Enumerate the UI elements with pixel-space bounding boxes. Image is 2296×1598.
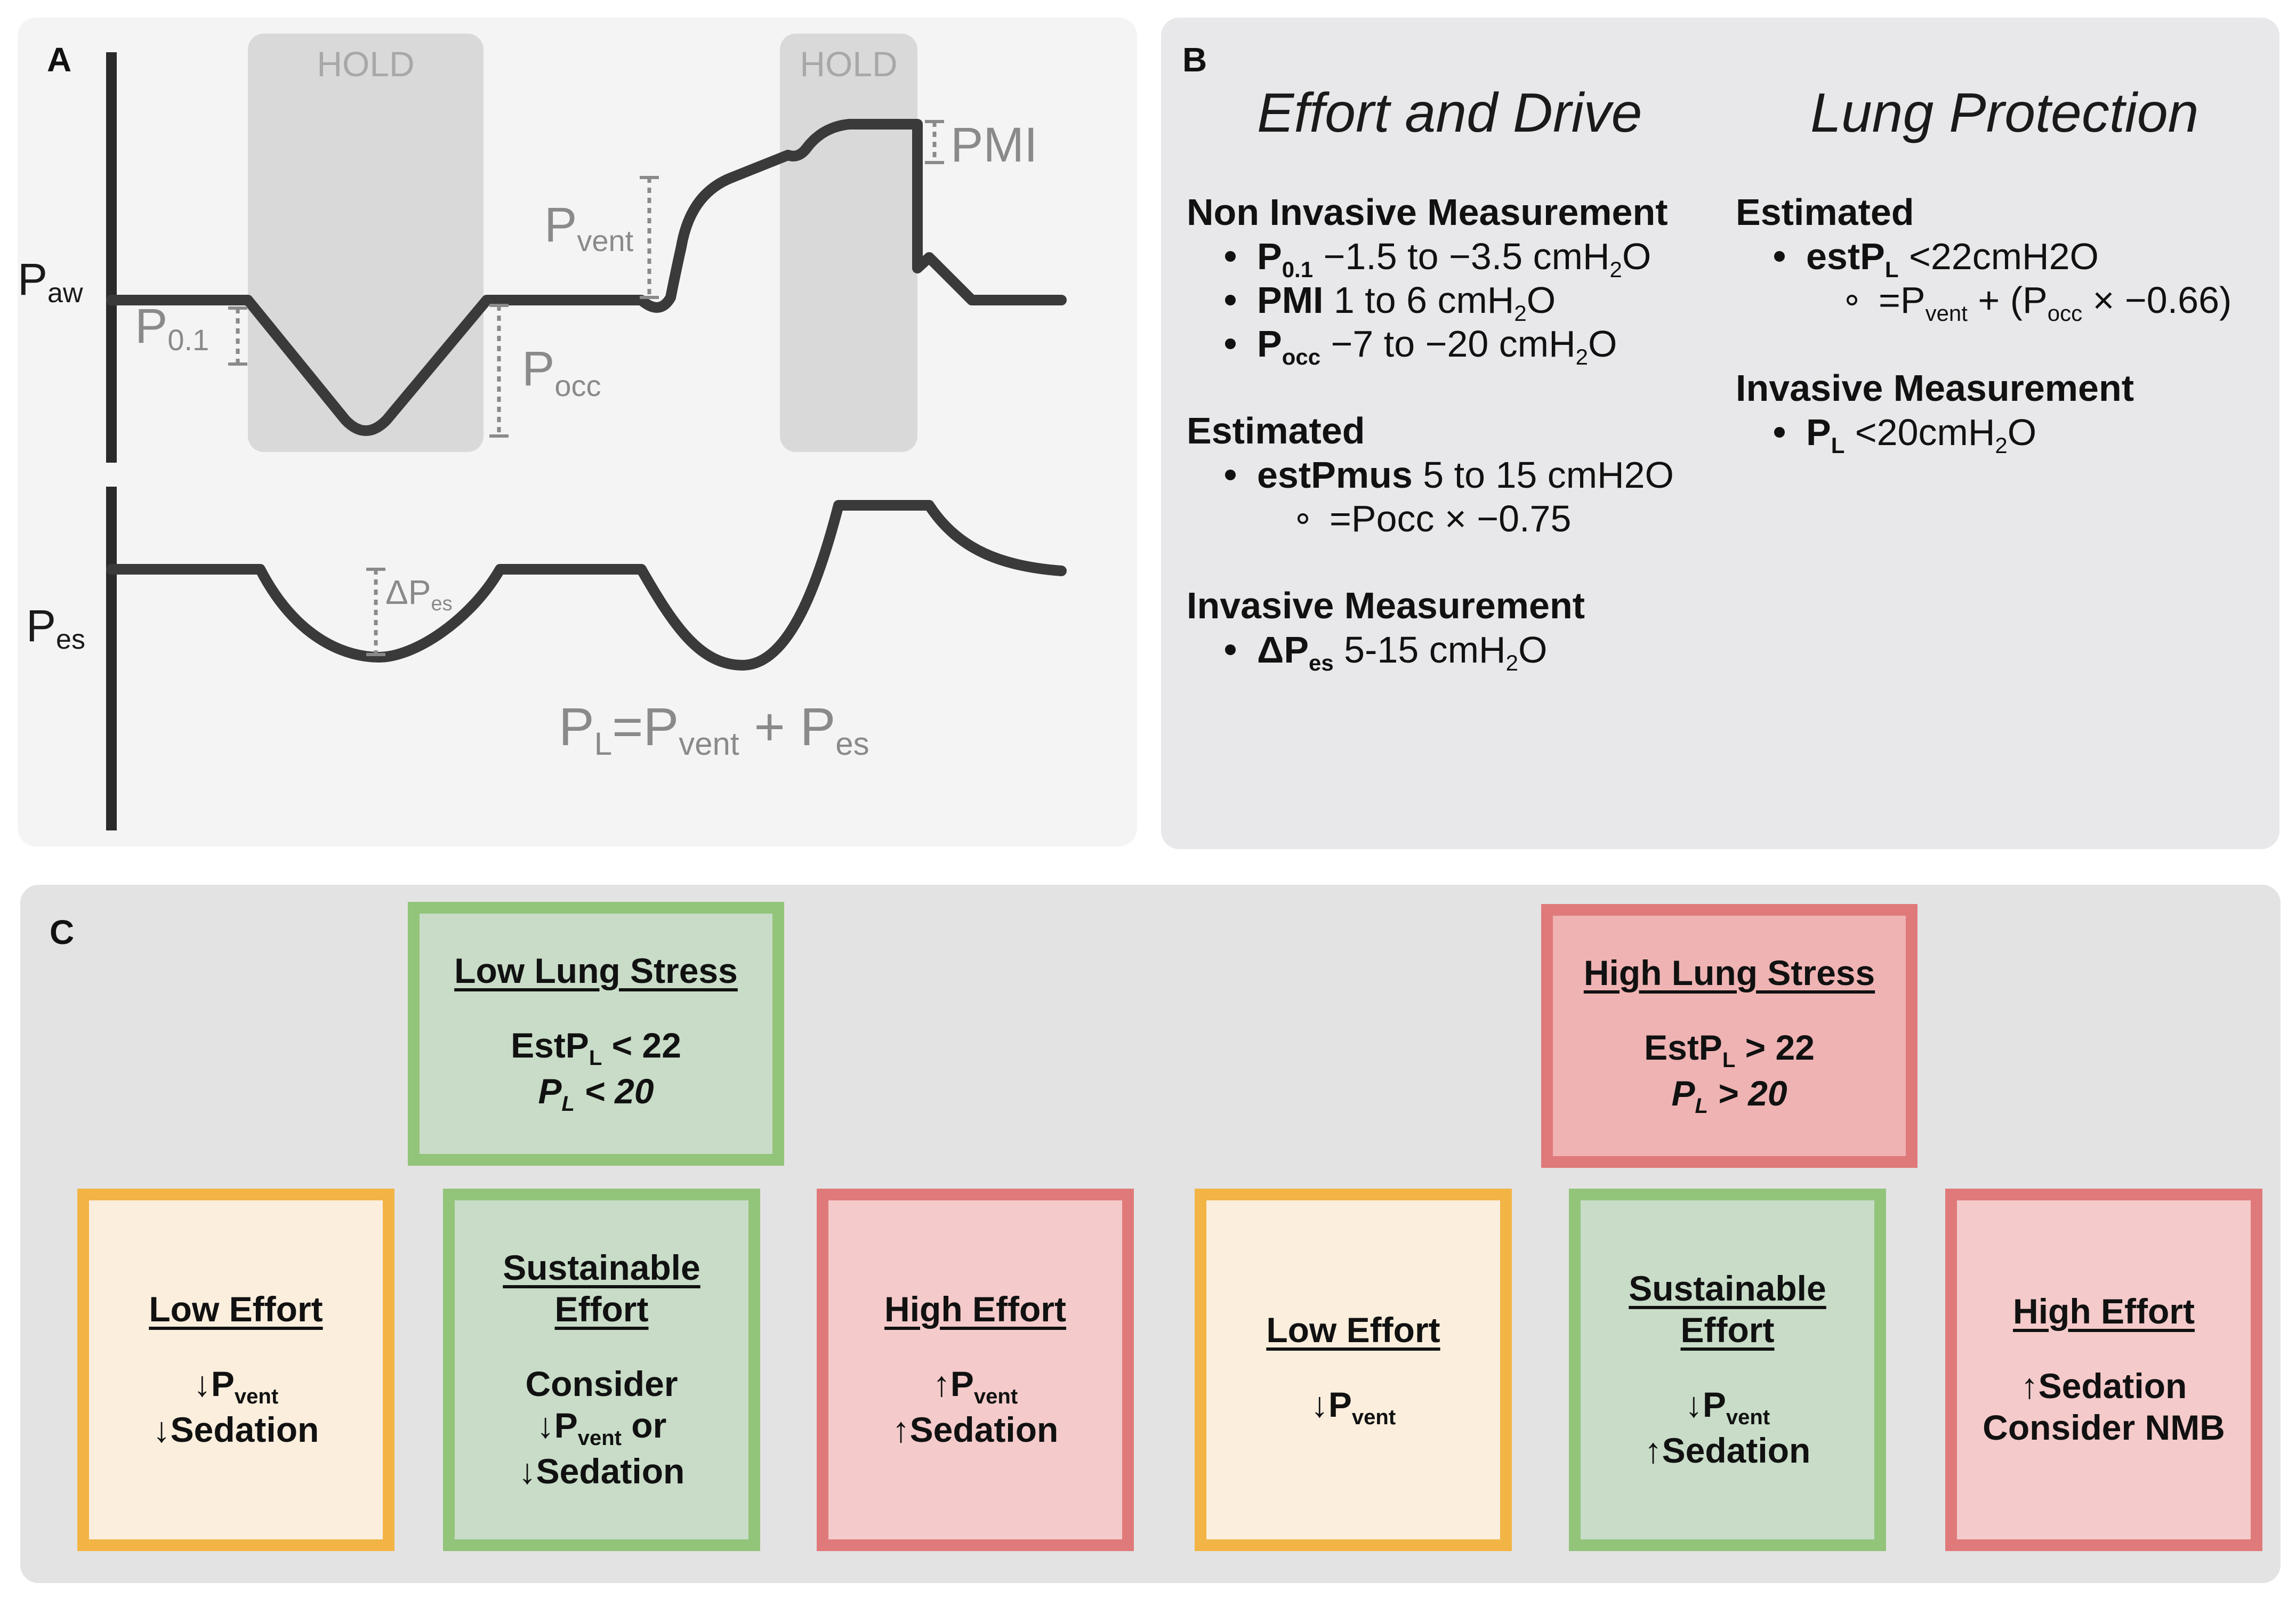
sustainable-effort-box-2: Sustainable Effort ↓Pvent ↑Sedation	[1569, 1189, 1886, 1551]
b2-line1: ↓Pvent or	[536, 1405, 667, 1450]
panel-b-label: B	[1182, 41, 1207, 79]
waveform-diagram: HOLD HOLD Paw Pes P0.1 Pocc Pvent	[18, 34, 1067, 830]
bullet-icon	[1225, 294, 1236, 305]
b3-line2: ↑Sedation	[892, 1410, 1059, 1450]
low-effort-title-1: Low Effort	[149, 1289, 323, 1329]
bullet-icon	[1225, 338, 1236, 349]
panel-b: B Effort and Drive Lung Protection Non I…	[1161, 18, 2279, 849]
nim-item-pmi: PMI 1 to 6 cmH2O	[1225, 279, 1556, 326]
b5-line2: ↑Sedation	[1644, 1431, 1811, 1471]
pocc-label: Pocc	[522, 342, 601, 402]
bullet-icon	[1774, 251, 1785, 262]
b3-line1: ↑Pvent	[932, 1363, 1018, 1408]
bullet-icon	[1774, 426, 1785, 438]
lp-invasive-heading: Invasive Measurement	[1736, 367, 2134, 409]
sustainable-title-1a: Sustainable	[503, 1248, 700, 1288]
bullet-icon	[1225, 469, 1236, 480]
bullet-icon	[1225, 251, 1236, 262]
high-lung-stress-title: High Lung Stress	[1583, 953, 1875, 993]
b4-line1: ↓Pvent	[1310, 1384, 1396, 1429]
effort-drive-heading: Effort and Drive	[1257, 82, 1642, 144]
sustainable-title-1b: Effort	[554, 1289, 649, 1329]
est-item-pmus-formula: =Pocc × −0.75	[1298, 497, 1571, 540]
lung-protection-heading: Lung Protection	[1810, 82, 2199, 144]
high-lung-stress-box: High Lung Stress EstPL > 22 PL > 20	[1541, 904, 1918, 1168]
panel-a-label: A	[47, 41, 72, 79]
high-effort-box-1: High Effort ↑Pvent ↑Sedation	[817, 1189, 1134, 1551]
high-effort-title-1: High Effort	[884, 1289, 1066, 1329]
paw-label: Paw	[18, 254, 83, 309]
low-effort-box-1: Low Effort ↓Pvent ↓Sedation	[77, 1189, 394, 1551]
sustainable-title-2b: Effort	[1680, 1310, 1775, 1350]
b2-line2: ↓Sedation	[518, 1451, 685, 1491]
inv-item-dpes: ΔPes 5-15 cmH2O	[1225, 628, 1547, 676]
b1-line1: ↓Pvent	[193, 1363, 279, 1408]
nim-item-p01: P0.1 −1.5 to −3.5 cmH2O	[1225, 235, 1651, 283]
est-item-pmus: estPmus 5 to 15 cmH2O	[1225, 454, 1674, 496]
estimated-heading: Estimated	[1187, 410, 1365, 451]
low-effort-title-2: Low Effort	[1266, 1310, 1440, 1350]
hold-region-2	[780, 34, 917, 452]
b1-line2: ↓Sedation	[152, 1410, 319, 1450]
sub-bullet-icon	[1298, 513, 1308, 524]
paw-trace	[106, 119, 1067, 436]
dpes-label: ΔPes	[385, 573, 453, 615]
lp-inv-item: PL <20cmH2O	[1774, 411, 2036, 458]
lp-est-formula: =Pvent + (Pocc × −0.66)	[1847, 279, 2231, 326]
pes-label: Pes	[26, 601, 85, 655]
b5-line1: ↓Pvent	[1685, 1384, 1770, 1429]
non-invasive-heading: Non Invasive Measurement	[1187, 191, 1668, 233]
panel-c-label: C	[50, 913, 75, 951]
high-effort-title-2: High Effort	[2013, 1292, 2195, 1331]
sub-bullet-icon	[1847, 294, 1857, 305]
low-stress-pl: PL < 20	[538, 1071, 654, 1116]
pl-formula: PL=Pvent + Pes	[559, 697, 869, 762]
nim-item-pocc: Pocc −7 to −20 cmH2O	[1225, 322, 1617, 370]
lp-estimated-heading: Estimated	[1736, 191, 1914, 233]
low-lung-stress-box: Low Lung Stress EstPL < 22 PL < 20	[408, 902, 784, 1166]
low-stress-est-pl: EstPL < 22	[511, 1026, 681, 1070]
low-lung-stress-title: Low Lung Stress	[454, 951, 738, 991]
hold-label-2: HOLD	[800, 44, 897, 84]
pes-trace	[106, 500, 1067, 671]
sustainable-effort-box-1: Sustainable Effort Consider ↓Pvent or ↓S…	[443, 1189, 760, 1551]
bullet-icon	[1225, 644, 1236, 655]
p01-label: P0.1	[135, 299, 209, 357]
pvent-label: Pvent	[544, 198, 634, 257]
pmi-label: PMI	[950, 118, 1038, 172]
hold-label-1: HOLD	[317, 44, 414, 84]
high-stress-pl: PL > 20	[1671, 1074, 1787, 1118]
b2-line0: Consider	[525, 1363, 678, 1403]
low-effort-box-2: Low Effort ↓Pvent	[1195, 1189, 1512, 1551]
invasive-heading: Invasive Measurement	[1187, 585, 1585, 626]
panel-a: HOLD HOLD Paw Pes P0.1 Pocc Pvent	[18, 18, 1137, 846]
high-effort-box-2: High Effort ↑Sedation Consider NMB	[1945, 1189, 2262, 1551]
b6-line1: ↑Sedation	[2020, 1366, 2187, 1406]
sustainable-title-2a: Sustainable	[1629, 1269, 1826, 1308]
b6-line2: Consider NMB	[1983, 1407, 2225, 1447]
hold-region-1	[248, 34, 484, 452]
high-stress-est-pl: EstPL > 22	[1644, 1028, 1815, 1072]
panel-c: C Low Lung Stress EstPL < 22 PL < 20 Hig…	[20, 885, 2281, 1583]
lp-est-item: estPL <22cmH2O	[1774, 235, 2099, 283]
